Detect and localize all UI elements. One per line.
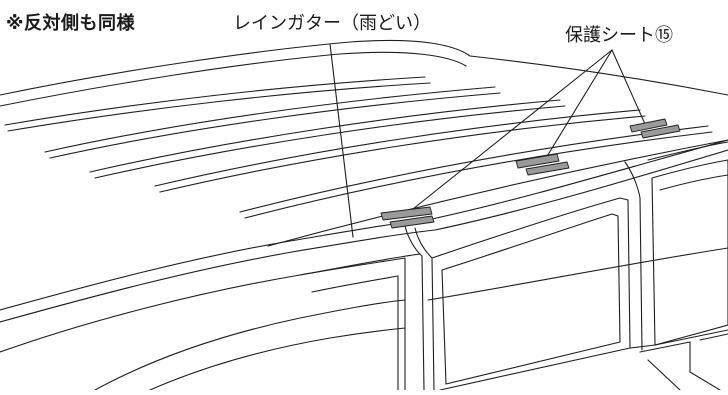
sill-line xyxy=(629,329,728,349)
body-side-sweep xyxy=(94,299,406,391)
door-pillar xyxy=(404,225,425,391)
front-window-frame xyxy=(299,257,406,391)
protective-sheet-middle-upper xyxy=(515,153,560,169)
side-window-frame xyxy=(431,197,631,391)
rain-gutter-upper xyxy=(0,139,728,311)
roof-front-edge xyxy=(0,39,728,96)
same-on-opposite-side-note: ※反対側も同様 xyxy=(6,13,135,34)
rear-window-frame xyxy=(647,141,728,161)
roof-rib-2b xyxy=(49,92,501,159)
side-window-glass xyxy=(441,213,621,385)
roof-rib-1b xyxy=(7,82,431,132)
roof-front-edge-inner xyxy=(0,51,467,107)
protective-sheet-front-lower xyxy=(389,215,435,229)
sheet-leader-line-3 xyxy=(611,49,646,125)
roof-rib-4 xyxy=(154,109,641,187)
roof-rib-2 xyxy=(44,86,496,153)
roof-rib-6 xyxy=(267,139,728,247)
roof-rib-1 xyxy=(4,76,426,126)
protective-sheet-front-upper xyxy=(380,206,433,221)
roof-rib-5b xyxy=(244,131,713,219)
sill-detail xyxy=(639,333,728,373)
protective-sheet-middle-lower xyxy=(525,161,570,176)
sheet-leader-line-2 xyxy=(545,49,613,159)
rear-pillar xyxy=(624,161,643,351)
body-side-sweep-2 xyxy=(149,327,406,391)
protective-sheet-label: 保護シート⑮ xyxy=(565,25,673,46)
rear-window-inner xyxy=(659,174,728,191)
rain-gutter-lower xyxy=(0,149,728,323)
lower-body-line xyxy=(427,247,728,301)
sill-detail-2 xyxy=(647,359,721,391)
roof-rib-4b xyxy=(159,115,646,193)
gutter-leader-line xyxy=(329,43,354,238)
protective-sheet-rear-upper xyxy=(629,118,668,133)
front-window-inner xyxy=(311,275,399,391)
roof-rib-3 xyxy=(89,99,561,173)
roof-rib-5 xyxy=(239,125,709,213)
protective-sheet-rear-lower xyxy=(640,124,681,139)
body-side-top xyxy=(0,253,421,353)
rain-gutter-label: レインガター（雨どい） xyxy=(233,13,431,34)
sheet-leader-line-1 xyxy=(407,49,613,214)
roof-rib-3b xyxy=(94,105,566,179)
rear-window-glass xyxy=(651,159,728,346)
